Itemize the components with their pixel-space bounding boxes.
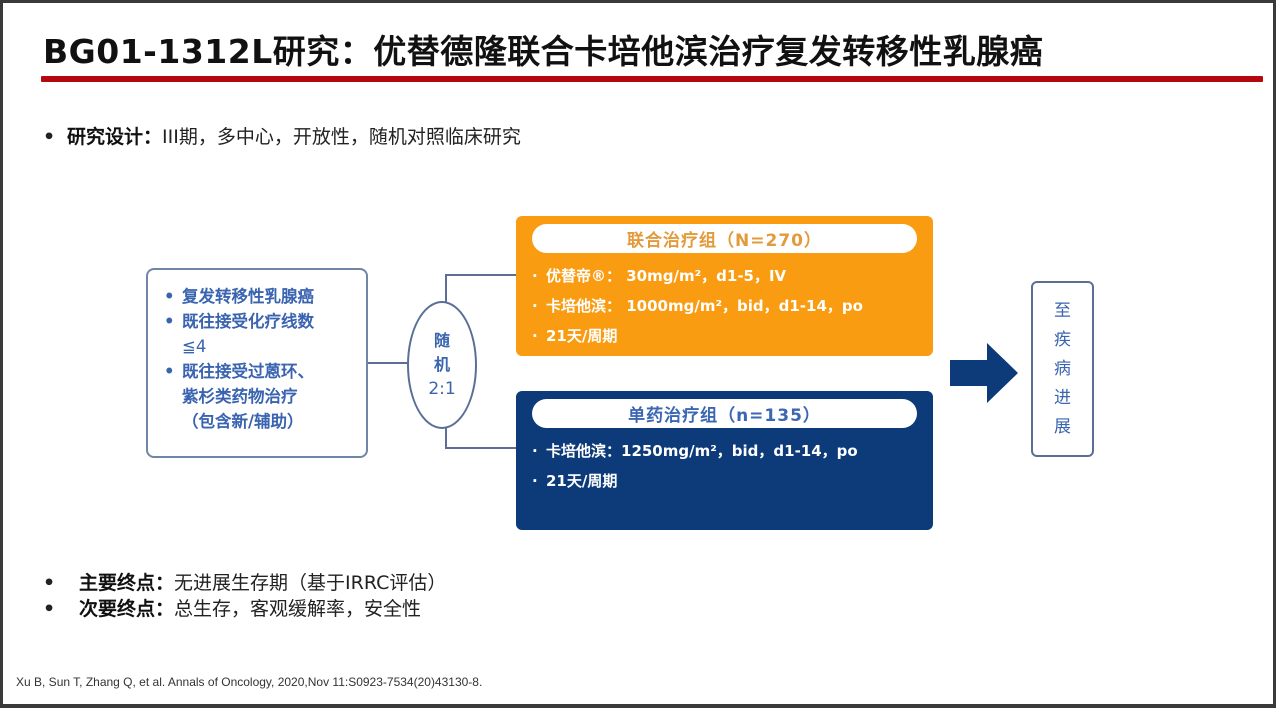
slide: BG01-1312L研究：优替德隆联合卡培他滨治疗复发转移性乳腺癌 • 研究设计：… (3, 3, 1273, 704)
arm-row: ·优替帝®： 30mg/m²，d1-5，IV (532, 267, 787, 285)
study-design-line: • 研究设计：III期，多中心，开放性，随机对照临床研究 (43, 122, 521, 149)
primary-endpoint-text: 无进展生存期（基于IRRC评估） (174, 572, 447, 594)
bullet-icon: • (43, 598, 56, 620)
slide-title: BG01-1312L研究：优替德隆联合卡培他滨治疗复发转移性乳腺癌 (43, 32, 1044, 71)
population-box: 复发转移性乳腺癌 既往接受化疗线数 ≦4 既往接受过蒽环、 紫杉类药物治疗 （包… (146, 268, 368, 458)
reference-citation: Xu B, Sun T, Zhang Q, et al. Annals of O… (16, 675, 483, 689)
bullet-icon: • (43, 126, 56, 148)
connector-line (445, 274, 516, 276)
arm-row: ·21天/周期 (532, 327, 618, 345)
primary-endpoint-line: • 主要终点：无进展生存期（基于IRRC评估） (43, 568, 446, 595)
disease-progression-box: 至 疾 病 进 展 (1031, 281, 1094, 457)
primary-endpoint-label: 主要终点： (79, 572, 175, 594)
arm-row: ·卡培他滨：1250mg/m²，bid，d1-14，po (532, 442, 858, 460)
secondary-endpoint-label: 次要终点： (79, 598, 175, 620)
secondary-endpoint-line: • 次要终点：总生存，客观缓解率，安全性 (43, 594, 421, 621)
randomization-ratio: 2:1 (428, 379, 456, 399)
connector-line (445, 447, 516, 449)
monotherapy-arm-box: 单药治疗组（n=135） ·卡培他滨：1250mg/m²，bid，d1-14，p… (516, 391, 933, 530)
combination-arm-title: 联合治疗组（N=270） (532, 224, 917, 253)
population-item: 既往接受过蒽环、 紫杉类药物治疗 （包含新/辅助） (164, 359, 356, 434)
population-item: 复发转移性乳腺癌 (164, 284, 356, 309)
arm-row: ·卡培他滨： 1000mg/m²，bid，d1-14，po (532, 297, 863, 315)
combination-arm-box: 联合治疗组（N=270） ·优替帝®： 30mg/m²，d1-5，IV ·卡培他… (516, 216, 933, 356)
randomization-oval: 随 机 2:1 (407, 301, 477, 429)
connector-line (445, 274, 447, 303)
study-design-text: III期，多中心，开放性，随机对照临床研究 (162, 126, 521, 148)
population-item: 既往接受化疗线数 ≦4 (164, 309, 356, 359)
connector-line (368, 362, 408, 364)
connector-line (445, 427, 447, 449)
monotherapy-arm-title: 单药治疗组（n=135） (532, 399, 917, 428)
study-design-label: 研究设计： (67, 126, 163, 148)
title-underline (41, 76, 1263, 82)
arm-row: ·21天/周期 (532, 472, 618, 490)
right-arrow-icon (950, 343, 1018, 403)
secondary-endpoint-text: 总生存，客观缓解率，安全性 (174, 598, 422, 620)
bullet-icon: • (43, 572, 56, 594)
